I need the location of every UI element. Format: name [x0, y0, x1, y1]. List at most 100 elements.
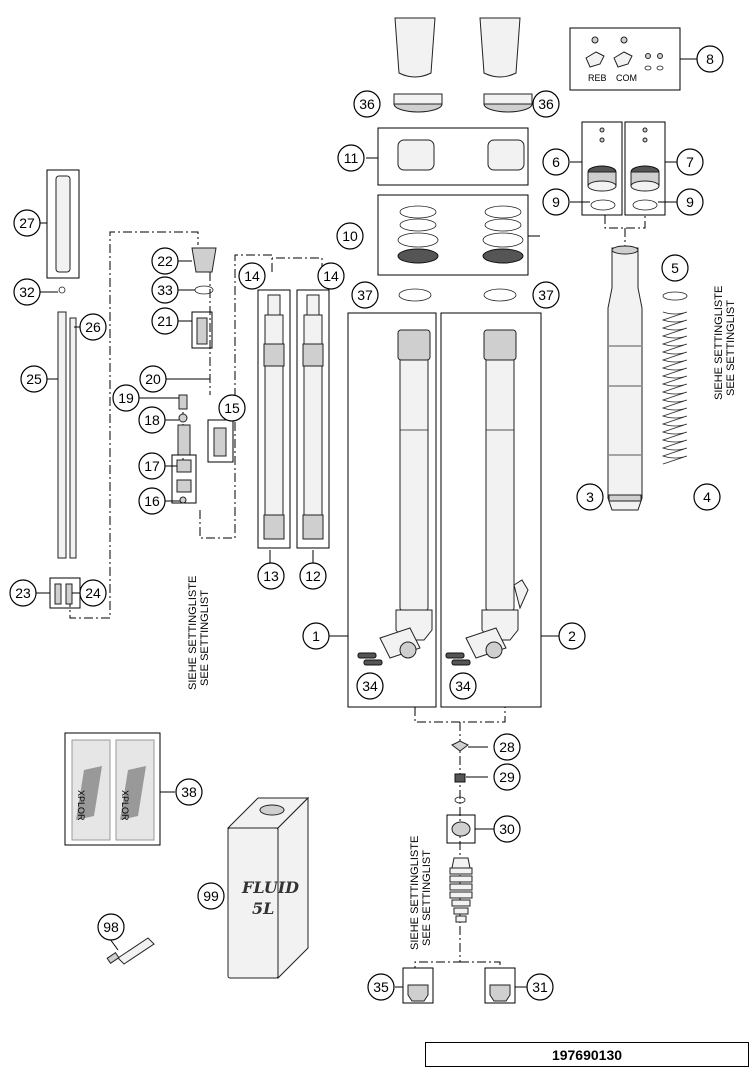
- callout-24-label: 24: [85, 585, 101, 601]
- callout-1: 1: [302, 622, 330, 650]
- callout-27: 27: [13, 209, 41, 237]
- callout-36-right: 36: [532, 90, 560, 118]
- callout-14-right-label: 14: [323, 268, 339, 284]
- setting-note-right-line1: SIEHE SETTINGLISTE: [713, 286, 725, 400]
- callout-8-label: 8: [706, 51, 714, 67]
- leader-lines: [36, 58, 697, 988]
- callout-25: 25: [20, 365, 48, 393]
- callout-29-label: 29: [499, 769, 515, 785]
- callout-6: 6: [542, 148, 570, 176]
- callout-4-label: 4: [703, 489, 711, 505]
- callout-21-label: 21: [157, 313, 173, 329]
- part-36-boots: [393, 17, 533, 113]
- callout-9-left-label: 9: [552, 194, 560, 210]
- callout-20-label: 20: [145, 371, 161, 387]
- part-2-fork-leg: [440, 312, 542, 708]
- callout-32-label: 32: [19, 284, 35, 300]
- part-12-damper-rod: [296, 289, 330, 549]
- callout-15-label: 15: [224, 400, 240, 416]
- part-25-rod: [57, 311, 77, 559]
- part-22-nut: [191, 247, 217, 273]
- callout-8: 8: [696, 45, 724, 73]
- callout-6-label: 6: [552, 154, 560, 170]
- callout-14-left: 14: [238, 262, 266, 290]
- part-7-fork-cap: [624, 121, 666, 216]
- part-6-fork-cap: [581, 121, 623, 216]
- callout-9-right: 9: [676, 188, 704, 216]
- callout-12-label: 12: [305, 568, 321, 584]
- part-13-damper-rod: [257, 289, 291, 549]
- callout-34-left-label: 34: [362, 678, 378, 694]
- callout-30: 30: [493, 815, 521, 843]
- callout-35-label: 35: [373, 979, 389, 995]
- callout-38: 38: [175, 778, 203, 806]
- callout-25-label: 25: [26, 371, 42, 387]
- callout-7: 7: [676, 148, 704, 176]
- setting-note-right: SIEHE SETTINGLISTE SEE SETTINGLIST: [713, 286, 737, 400]
- callout-36-right-label: 36: [538, 96, 554, 112]
- callout-34-left: 34: [356, 672, 384, 700]
- part-28-29-30: [446, 740, 476, 844]
- callout-13: 13: [257, 562, 285, 590]
- callout-28: 28: [493, 733, 521, 761]
- part-21-valve: [191, 311, 213, 349]
- fluid-label-line1: FLUID: [241, 878, 299, 897]
- callout-28-label: 28: [499, 739, 515, 755]
- part-11-bushings: [377, 127, 529, 186]
- callout-5: 5: [661, 254, 689, 282]
- callout-23-label: 23: [15, 585, 31, 601]
- part-9-orings: [590, 199, 658, 211]
- callout-26: 26: [79, 313, 107, 341]
- callout-10: 10: [336, 222, 364, 250]
- callout-32: 32: [13, 278, 41, 306]
- part-8-adjuster-kit: REB COM: [569, 27, 681, 91]
- callout-9-right-label: 9: [686, 194, 694, 210]
- callout-22: 22: [151, 247, 179, 275]
- fluid-label-line2: 5L: [252, 899, 274, 918]
- callout-23: 23: [9, 579, 37, 607]
- callout-10-label: 10: [342, 228, 358, 244]
- callout-22-label: 22: [157, 253, 173, 269]
- part-27-tool: [46, 169, 80, 294]
- setting-note-left-line1: SIEHE SETTINGLISTE: [187, 576, 199, 690]
- callout-35: 35: [367, 973, 395, 1001]
- callout-16-label: 16: [144, 493, 160, 509]
- callout-18-label: 18: [144, 412, 160, 428]
- setting-note-bottom-line2: SEE SETTINGLIST: [421, 850, 433, 946]
- callout-7-label: 7: [686, 154, 694, 170]
- callout-2-label: 2: [568, 628, 576, 644]
- callout-31: 31: [526, 973, 554, 1001]
- callout-13-label: 13: [263, 568, 279, 584]
- part-10-seals: [377, 194, 529, 276]
- callout-24: 24: [79, 579, 107, 607]
- callout-19: 19: [112, 384, 140, 412]
- setting-note-right-line2: SEE SETTINGLIST: [725, 300, 737, 396]
- part-16-17-18-19: [171, 394, 197, 504]
- callout-18: 18: [138, 406, 166, 434]
- callout-16: 16: [138, 487, 166, 515]
- callout-4: 4: [693, 483, 721, 511]
- reb-label: REB: [588, 73, 607, 83]
- setting-note-left: SIEHE SETTINGLISTE SEE SETTINGLIST: [187, 576, 211, 690]
- callout-20: 20: [139, 365, 167, 393]
- callout-34-right-label: 34: [455, 678, 471, 694]
- part-3-cartridge: [607, 245, 643, 511]
- part-5-washer: [662, 291, 688, 301]
- callout-17: 17: [138, 452, 166, 480]
- callout-27-label: 27: [19, 215, 35, 231]
- callout-11: 11: [337, 144, 365, 172]
- callout-29: 29: [493, 763, 521, 791]
- callout-37-right-label: 37: [538, 287, 554, 303]
- callout-30-label: 30: [499, 821, 515, 837]
- setting-note-bottom-line1: SIEHE SETTINGLISTE: [409, 836, 421, 950]
- part-1-fork-leg: [347, 312, 437, 708]
- part-35-31-bases: [402, 967, 516, 1004]
- callout-36-left-label: 36: [359, 96, 375, 112]
- callout-98: 98: [97, 913, 125, 941]
- callout-31-label: 31: [532, 979, 548, 995]
- part-38-stickers: XPLOR XPLOR: [64, 732, 161, 846]
- setting-note-bottom: SIEHE SETTINGLISTE SEE SETTINGLIST: [409, 836, 433, 950]
- callout-9-left: 9: [542, 188, 570, 216]
- callout-99: 99: [197, 882, 225, 910]
